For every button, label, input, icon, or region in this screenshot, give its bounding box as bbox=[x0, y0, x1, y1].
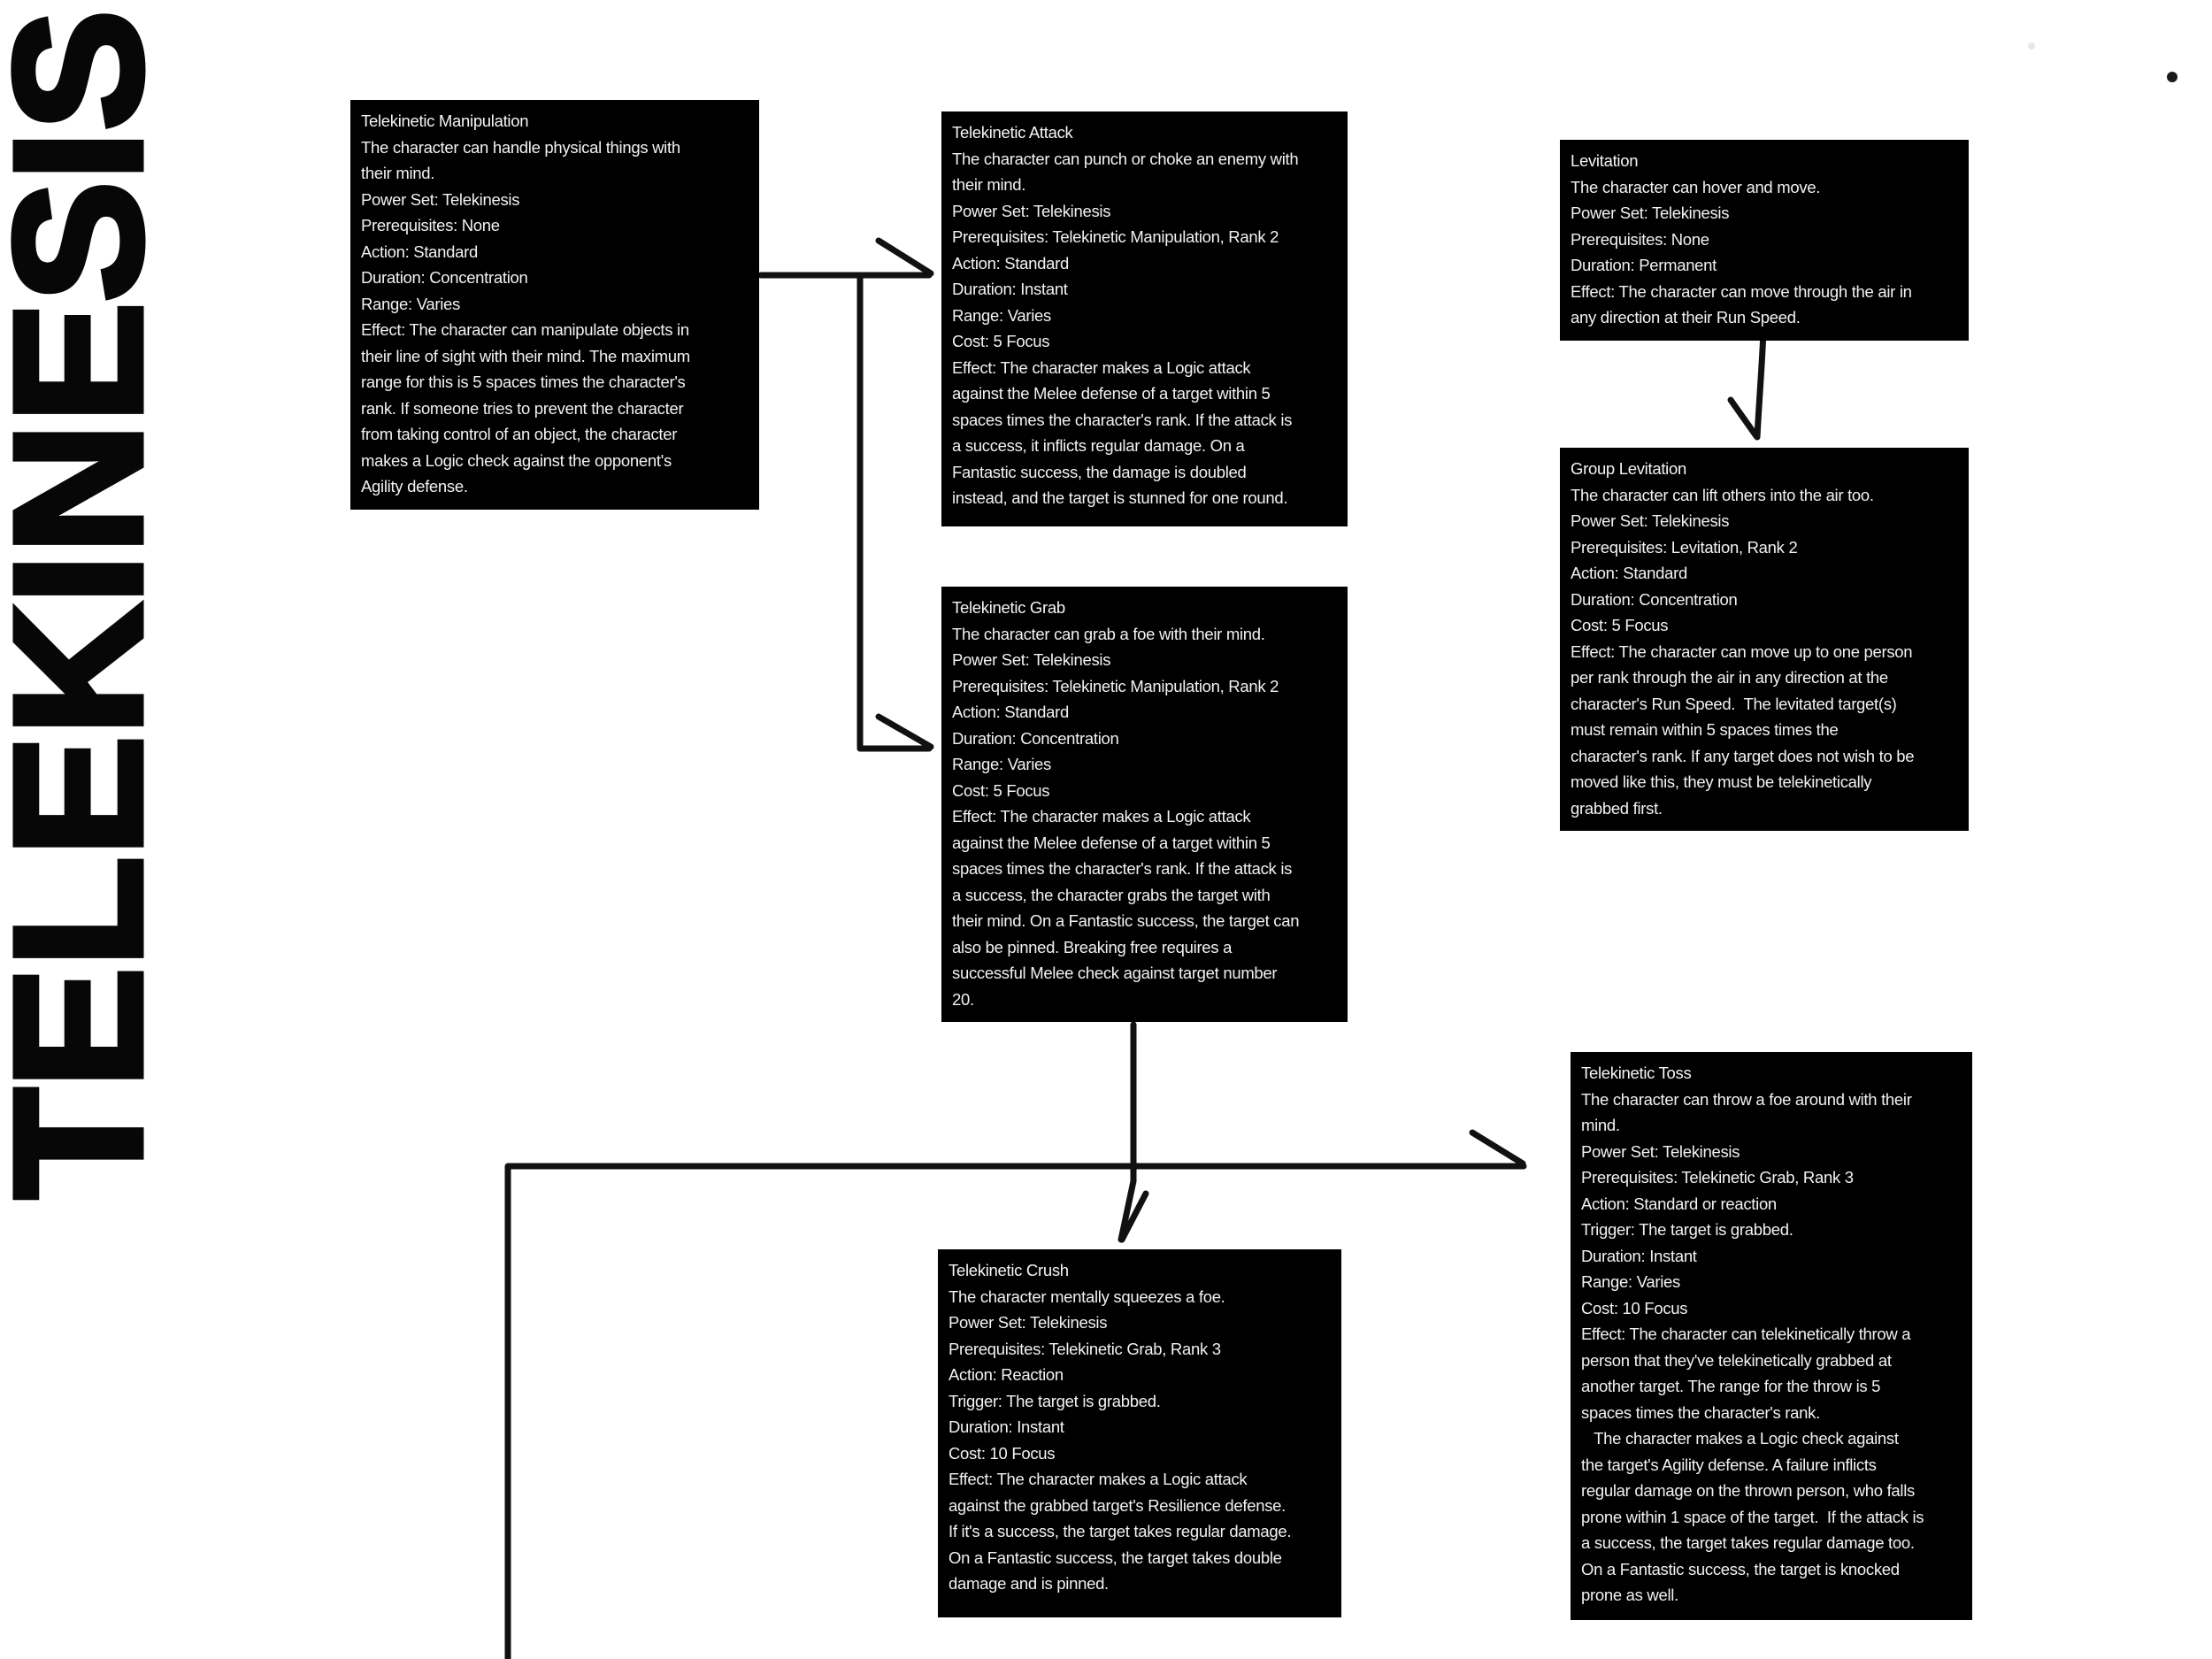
card-body: The character can hover and move. Power … bbox=[1571, 177, 1912, 327]
card-telekinetic-grab: Telekinetic Grab The character can grab … bbox=[941, 587, 1348, 1022]
card-title: Telekinetic Grab bbox=[952, 598, 1065, 617]
stray-dot bbox=[2167, 72, 2177, 82]
arrow-levitation-to-group-head bbox=[1727, 396, 1760, 440]
card-telekinetic-manipulation: Telekinetic Manipulation The character c… bbox=[350, 100, 759, 510]
arrow-manipulation-to-grab bbox=[856, 272, 933, 752]
arrow-bottom-to-toss-head bbox=[1469, 1129, 1526, 1167]
arrow-grab-to-crush bbox=[1118, 1021, 1137, 1243]
arrow-manipulation-to-attack-head bbox=[875, 237, 934, 277]
card-group-levitation: Group Levitation The character can lift … bbox=[1560, 448, 1969, 831]
card-title: Telekinetic Crush bbox=[949, 1261, 1069, 1279]
card-title: Telekinetic Toss bbox=[1581, 1064, 1692, 1082]
arrow-levitation-to-group bbox=[1754, 328, 1767, 441]
card-body: The character can handle physical things… bbox=[361, 137, 690, 496]
card-body: The character can lift others into the a… bbox=[1571, 485, 1915, 818]
card-body: The character can grab a foe with their … bbox=[952, 624, 1300, 1009]
card-telekinetic-toss: Telekinetic Toss The character can throw… bbox=[1571, 1052, 1972, 1620]
page-title-vertical: TELEKINESIS bbox=[0, 6, 183, 1202]
card-telekinetic-attack: Telekinetic Attack The character can pun… bbox=[941, 111, 1348, 526]
card-body: The character can punch or choke an enem… bbox=[952, 149, 1299, 508]
card-title: Group Levitation bbox=[1571, 459, 1686, 478]
card-body: The character mentally squeezes a foe. P… bbox=[949, 1286, 1292, 1594]
card-body: The character can throw a foe around wit… bbox=[1581, 1089, 1924, 1605]
card-title: Telekinetic Manipulation bbox=[361, 111, 529, 130]
card-telekinetic-crush: Telekinetic Crush The character mentally… bbox=[938, 1249, 1341, 1617]
card-title: Levitation bbox=[1571, 151, 1639, 170]
stray-faint-dot bbox=[2028, 42, 2035, 50]
card-levitation: Levitation The character can hover and m… bbox=[1560, 140, 1969, 341]
card-title: Telekinetic Attack bbox=[952, 123, 1073, 142]
arrow-manipulation-to-grab-head bbox=[875, 713, 934, 750]
arrow-grab-to-crush-head bbox=[1118, 1190, 1149, 1243]
